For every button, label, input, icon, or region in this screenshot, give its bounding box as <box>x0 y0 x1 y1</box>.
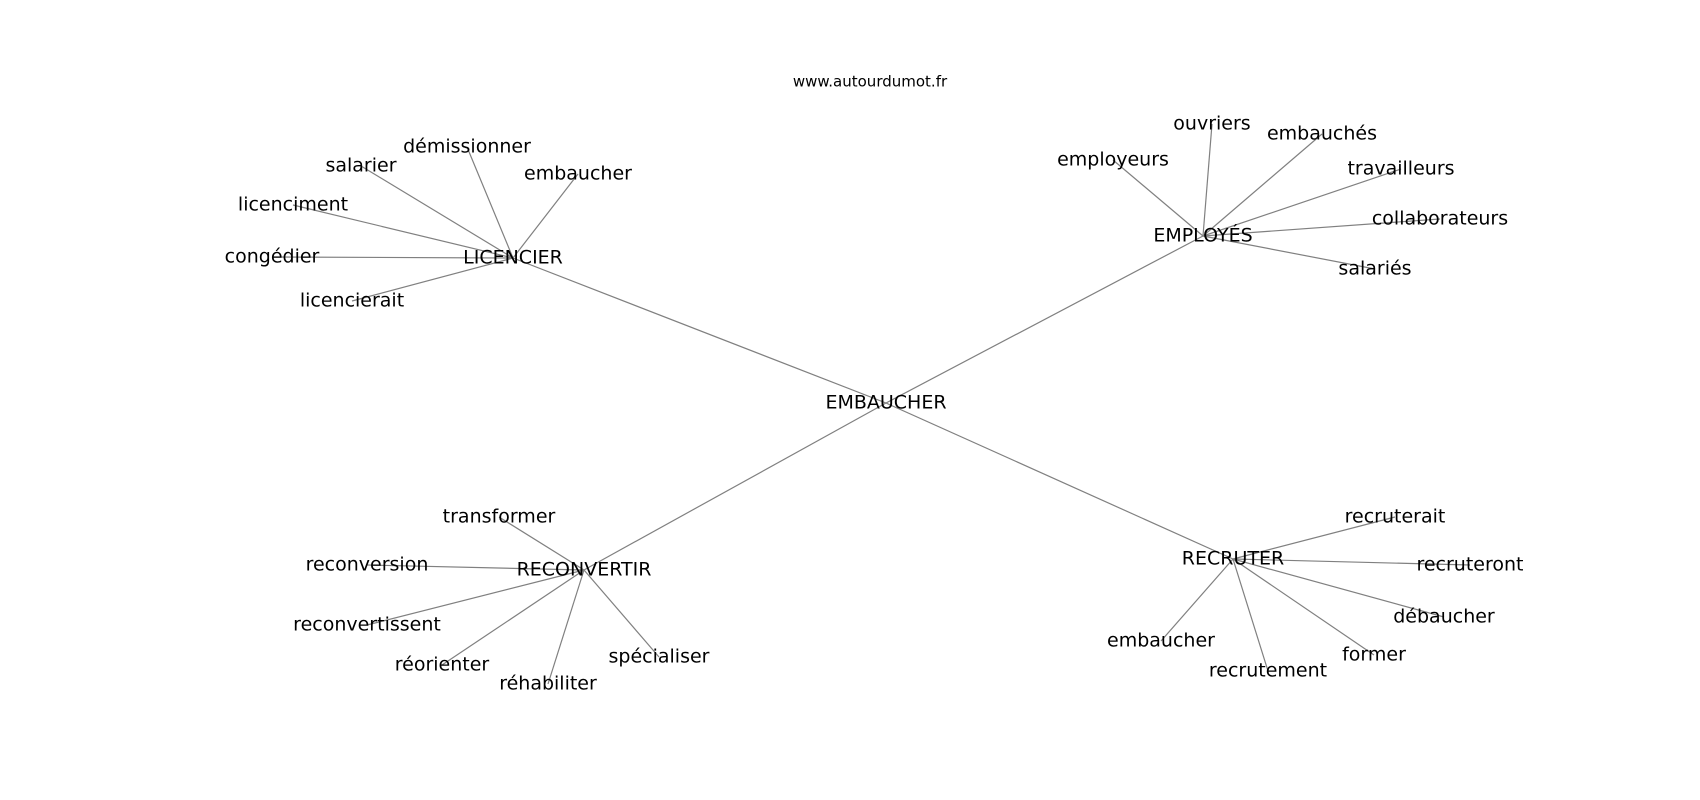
edge-reconvertir-reconversion <box>366 564 585 571</box>
edge-recruter-embaucher <box>1160 558 1234 642</box>
node-word-specialiser[interactable]: spécialiser <box>609 646 710 668</box>
node-word-recruteront[interactable]: recruteront <box>1416 554 1523 576</box>
edge-employes-travailleurs <box>1202 168 1402 237</box>
node-word-demissionner[interactable]: démissionner <box>403 136 531 158</box>
edge-recruter-debaucher <box>1232 558 1445 618</box>
node-word-employeurs[interactable]: employeurs <box>1057 149 1169 171</box>
node-word-congedier[interactable]: congédier <box>225 246 320 268</box>
edge-reconvertir-specialiser <box>583 569 660 658</box>
edge-employes-collaborateurs <box>1202 218 1441 237</box>
edge-employes-employeurs <box>1112 159 1204 237</box>
edge-reconvertir-reconvertissent <box>366 569 585 626</box>
edge-employes-embauches <box>1202 133 1323 237</box>
graph-edges <box>271 123 1471 685</box>
node-word-licencierait[interactable]: licencierait <box>300 290 404 312</box>
node-word-collaborateurs[interactable]: collaborateurs <box>1372 208 1508 230</box>
edge-recruter-recruteront <box>1232 558 1471 566</box>
node-word-rehabiliter[interactable]: réhabiliter <box>499 673 597 695</box>
node-word-recruterait[interactable]: recruterait <box>1345 506 1446 528</box>
edge-licencier-licencierait <box>351 257 514 302</box>
node-word-former[interactable]: former <box>1342 644 1406 666</box>
node-word-recrutement[interactable]: recrutement <box>1209 660 1327 682</box>
node-hub-employes[interactable]: EMPLOYÉS <box>1153 224 1252 247</box>
node-word-embauches[interactable]: embauchés <box>1267 123 1377 145</box>
node-word-reorienter[interactable]: réorienter <box>395 654 490 676</box>
node-word-reconversion[interactable]: reconversion <box>306 554 429 576</box>
node-word-reconvertissent[interactable]: reconvertissent <box>293 614 441 636</box>
edge-licencier-embaucher <box>512 173 579 259</box>
graph-labels: www.autourdumot.fr EMBAUCHER LICENCIER sal… <box>225 73 1524 695</box>
edge-root-reconvertir <box>583 402 887 571</box>
node-word-travailleurs[interactable]: travailleurs <box>1347 158 1454 180</box>
edge-recruter-recruterait <box>1232 516 1396 560</box>
edge-root-licencier <box>512 257 887 404</box>
node-root[interactable]: EMBAUCHER <box>825 392 946 414</box>
node-hub-reconvertir[interactable]: RECONVERTIR <box>517 559 652 581</box>
node-word-licenciment[interactable]: licenciment <box>238 194 348 216</box>
edge-reconvertir-transformer <box>498 516 585 571</box>
node-word-embaucher[interactable]: embaucher <box>524 163 632 185</box>
node-word-salarier[interactable]: salarier <box>325 155 396 177</box>
edge-employes-salaries <box>1202 235 1376 270</box>
source-url: www.autourdumot.fr <box>793 73 948 91</box>
node-word-ouvriers[interactable]: ouvriers <box>1173 113 1250 135</box>
edge-root-recruter <box>885 402 1234 560</box>
node-word-debaucher[interactable]: débaucher <box>1393 606 1495 628</box>
edge-root-employes <box>885 235 1204 404</box>
node-hub-licencier[interactable]: LICENCIER <box>463 247 563 269</box>
node-hub-recruter[interactable]: RECRUTER <box>1182 548 1284 570</box>
node-word-embaucher[interactable]: embaucher <box>1107 630 1215 652</box>
edge-recruter-recrutement <box>1232 558 1269 672</box>
edge-licencier-licenciment <box>292 204 514 259</box>
edge-employes-ouvriers <box>1202 123 1213 237</box>
edge-licencier-demissionner <box>466 146 514 259</box>
edge-licencier-congedier <box>271 256 514 259</box>
node-word-transformer[interactable]: transformer <box>443 506 556 528</box>
node-word-salaries[interactable]: salariés <box>1338 258 1411 280</box>
edge-reconvertir-reorienter <box>441 569 585 666</box>
edge-reconvertir-rehabiliter <box>547 569 585 685</box>
edge-licencier-salarier <box>360 165 514 259</box>
edge-recruter-former <box>1232 558 1375 656</box>
